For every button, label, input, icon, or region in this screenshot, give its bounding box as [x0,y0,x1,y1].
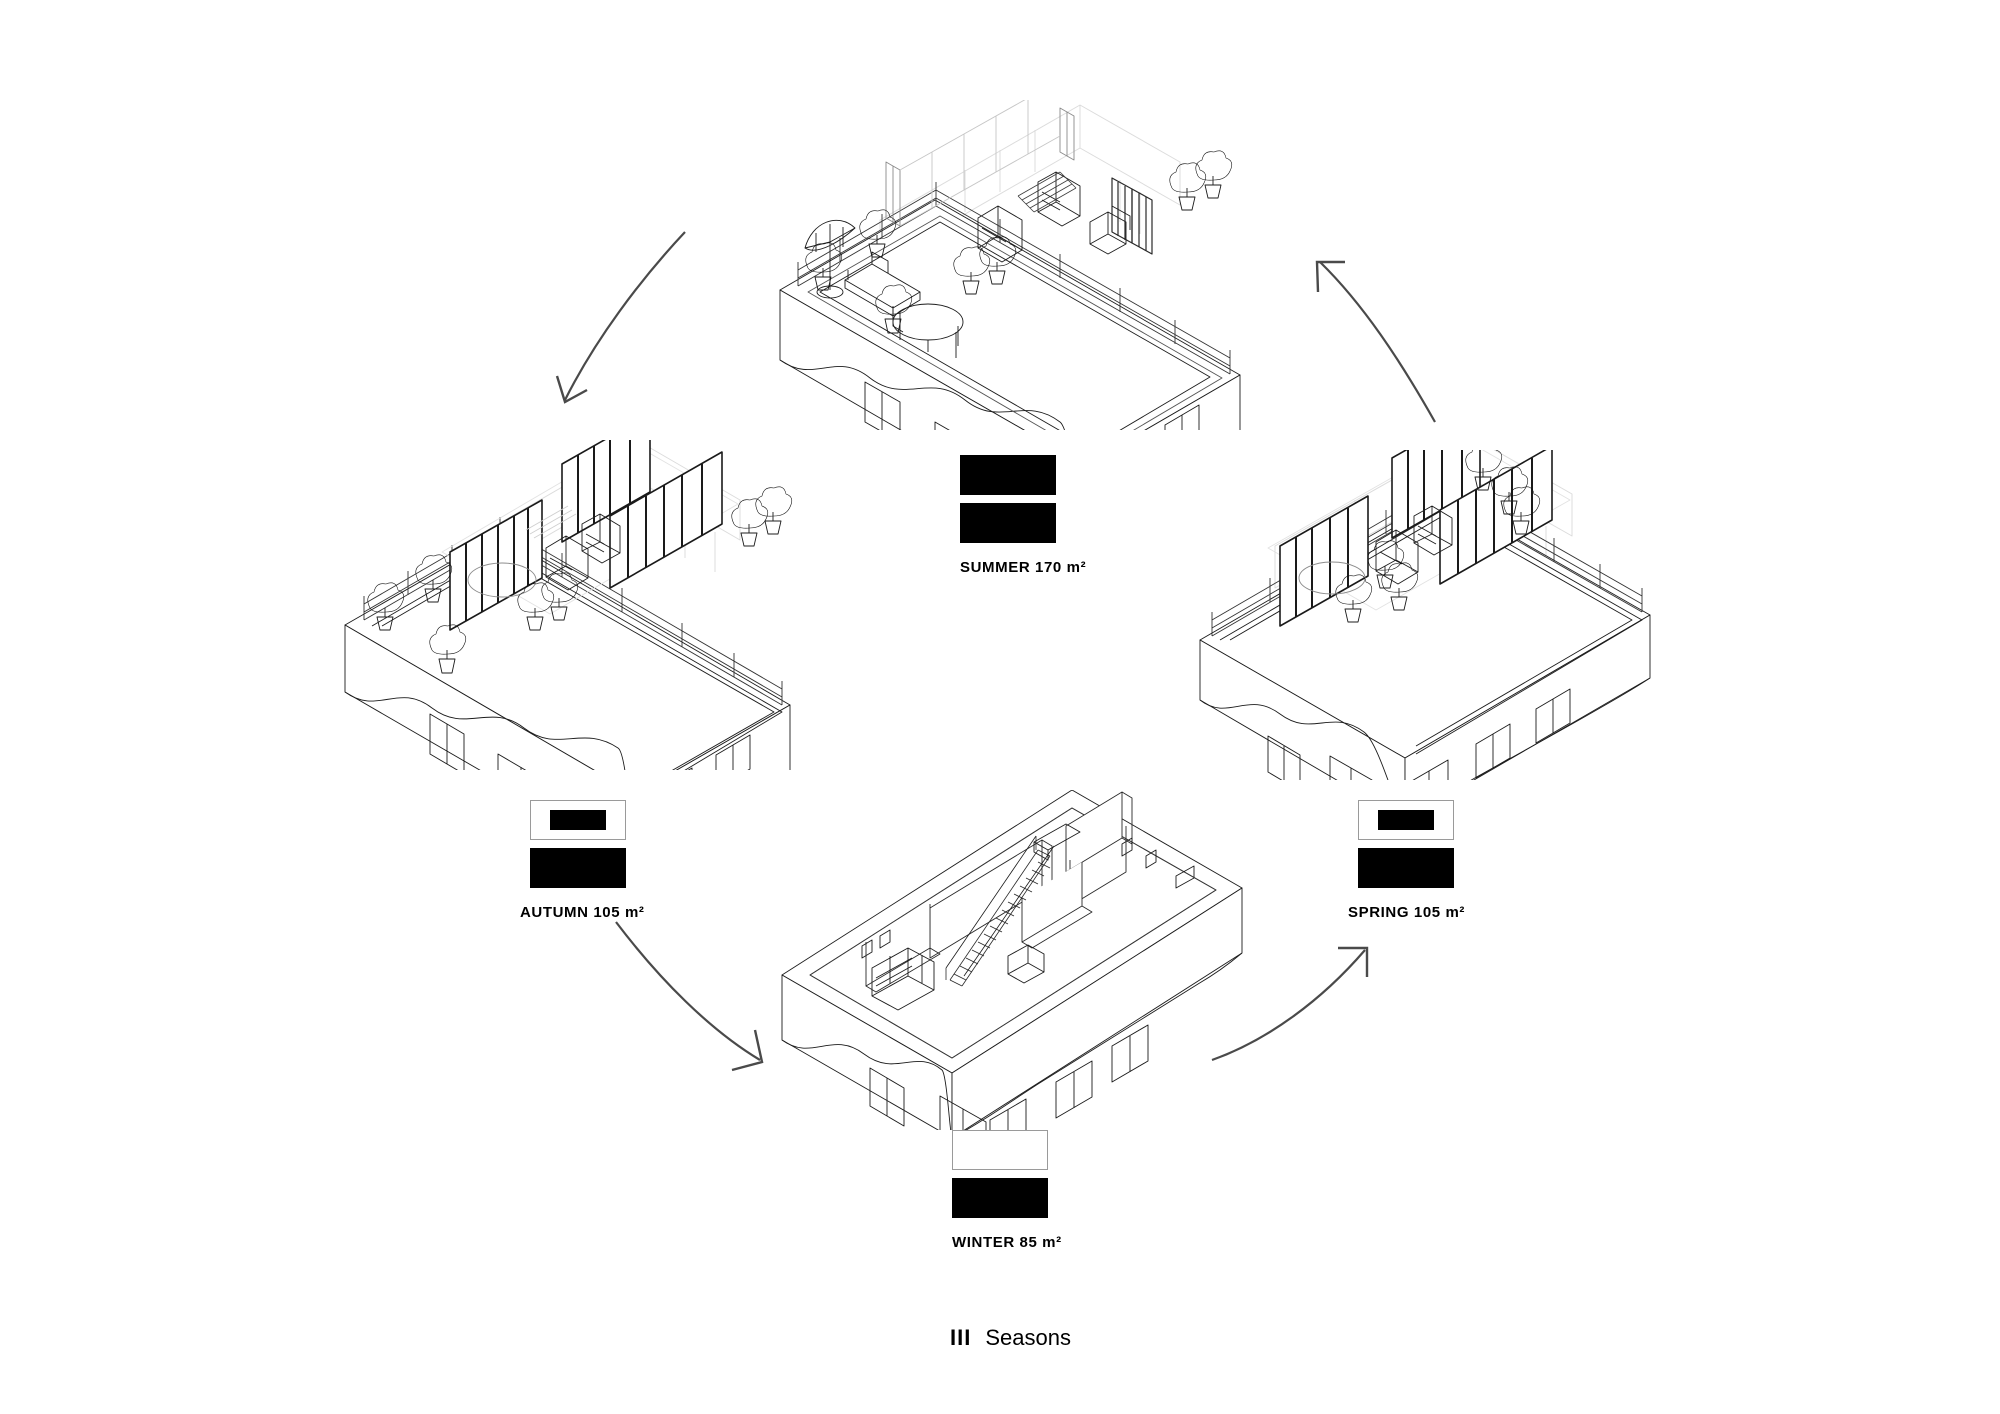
summer-building-model [779,100,1241,430]
season-autumn[interactable] [330,440,800,770]
figure-title: III Seasons [950,1325,1071,1351]
badge-winter: WINTER 85 m² [952,1130,1062,1251]
badge-bars-summer [960,455,1056,543]
badge-bar-top [960,455,1056,495]
badge-spring: SPRING 105 m² [1348,800,1464,921]
badge-autumn: AUTUMN 105 m² [520,800,644,921]
badge-bar-bottom [1358,848,1454,888]
season-spring[interactable] [1180,450,1660,780]
arrow-autumn-to-winter [615,921,761,1061]
badge-bars-winter [952,1130,1048,1218]
badge-bar-top [530,800,626,840]
spring-building-model [1199,450,1651,780]
badge-label-spring: SPRING 105 m² [1348,904,1466,921]
badge-bar-bottom [952,1178,1048,1218]
badge-bar-top [952,1130,1048,1170]
arrow-summer-to-autumn [564,231,686,401]
season-winter[interactable] [770,790,1260,1130]
badge-label-autumn: AUTUMN 105 m² [520,904,645,921]
badge-bars-spring [1358,800,1454,888]
winter-building-model [781,790,1243,1130]
badge-label-winter: WINTER 85 m² [952,1234,1062,1251]
badge-summer: SUMMER 170 m² [960,455,1087,576]
badge-bar-inner [550,810,606,830]
figure-caption: Seasons [985,1325,1071,1350]
autumn-building-model [344,440,793,770]
figure-numeral: III [950,1325,972,1350]
badge-bar-bottom [960,503,1056,543]
arrow-spring-to-summer [1319,261,1436,423]
badge-bars-autumn [530,800,626,888]
badge-bar-bottom [530,848,626,888]
badge-bar-inner [1378,810,1434,830]
badge-bar-top [1358,800,1454,840]
season-summer[interactable] [760,100,1260,430]
badge-label-summer: SUMMER 170 m² [960,559,1087,576]
